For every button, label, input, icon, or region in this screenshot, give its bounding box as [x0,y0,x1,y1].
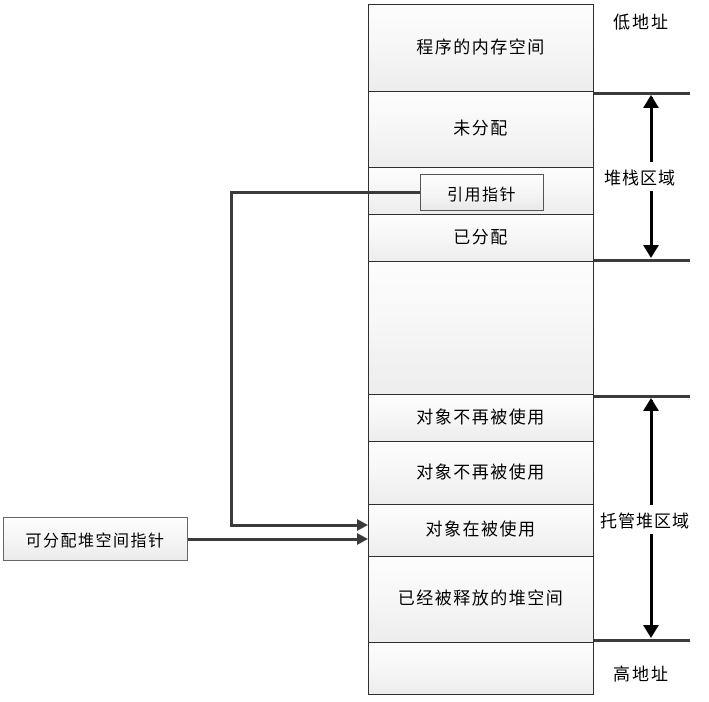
managed-heap-region-arrow-down [643,625,659,638]
allocatable-heap-pointer-label: 可分配堆空间指针 [25,531,166,550]
memory-block-gap [368,262,594,395]
memory-block-label: 对象不再被使用 [416,407,546,428]
allocatable-heap-pointer-box: 可分配堆空间指针 [3,517,188,561]
memory-block-object-unused-2: 对象不再被使用 [368,442,594,505]
connector-elbow-horizontal [230,524,362,527]
connector-arrowhead-lower [357,533,368,545]
stack-region-top-tick [594,92,690,95]
stack-region-bottom-tick [594,259,690,262]
memory-block-label: 已经被释放的堆空间 [397,589,565,609]
memory-block-allocated: 已分配 [368,215,594,262]
memory-block-tail [368,643,594,695]
managed-heap-region-bottom-tick [594,639,690,642]
memory-block-label: 对象在被使用 [425,520,537,540]
stack-region-label: 堆栈区域 [604,162,676,191]
managed-heap-region-arrow-up [643,398,659,411]
stack-region-arrow-down [643,245,659,258]
memory-block-object-unused-1: 对象不再被使用 [368,395,594,442]
connector-reference-pointer-horizontal [230,191,422,194]
memory-block-unallocated: 未分配 [368,92,594,168]
low-address-label: 低地址 [613,13,670,33]
connector-arrowhead-upper [357,519,368,531]
connector-allocatable-pointer-line [188,538,362,541]
high-address-label: 高地址 [613,665,670,685]
memory-block-freed-heap-space: 已经被释放的堆空间 [368,557,594,643]
stack-region-arrow-up [643,95,659,108]
reference-pointer-box: 引用指针 [420,174,544,211]
memory-block-program-space: 程序的内存空间 [368,4,594,92]
memory-block-label: 对象不再被使用 [416,462,546,483]
memory-block-label: 已分配 [453,227,509,248]
connector-elbow-vertical [230,191,233,527]
memory-block-label: 程序的内存空间 [416,37,546,58]
memory-block-label: 未分配 [453,119,509,139]
managed-heap-region-top-tick [594,395,690,398]
reference-pointer-label: 引用指针 [446,184,517,204]
managed-heap-region-label: 托管堆区域 [600,505,690,534]
memory-block-object-in-use: 对象在被使用 [368,505,594,557]
